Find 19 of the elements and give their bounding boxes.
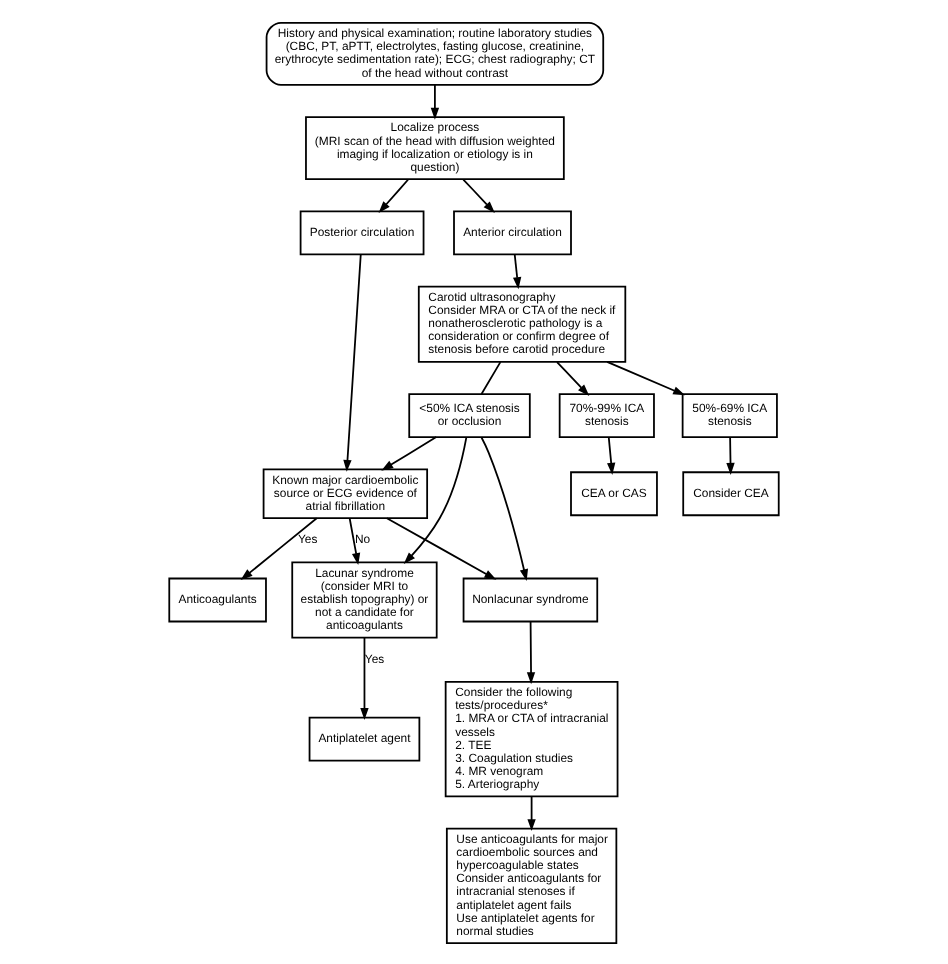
connector	[480, 360, 502, 394]
arrow	[462, 177, 495, 212]
arrow	[606, 359, 686, 395]
arrow	[513, 252, 522, 289]
arrow	[430, 83, 440, 119]
arrow	[527, 794, 536, 831]
arrow	[726, 435, 735, 474]
arrow	[240, 516, 318, 580]
arrow	[348, 516, 361, 564]
arrow	[381, 435, 438, 470]
arrow	[403, 435, 468, 563]
arrow	[386, 516, 497, 579]
arrow	[360, 635, 369, 719]
arrow	[526, 620, 536, 684]
arrow	[480, 435, 529, 581]
arrow	[343, 252, 362, 471]
arrow	[607, 435, 616, 474]
arrow	[378, 177, 410, 213]
arrow	[556, 360, 590, 395]
